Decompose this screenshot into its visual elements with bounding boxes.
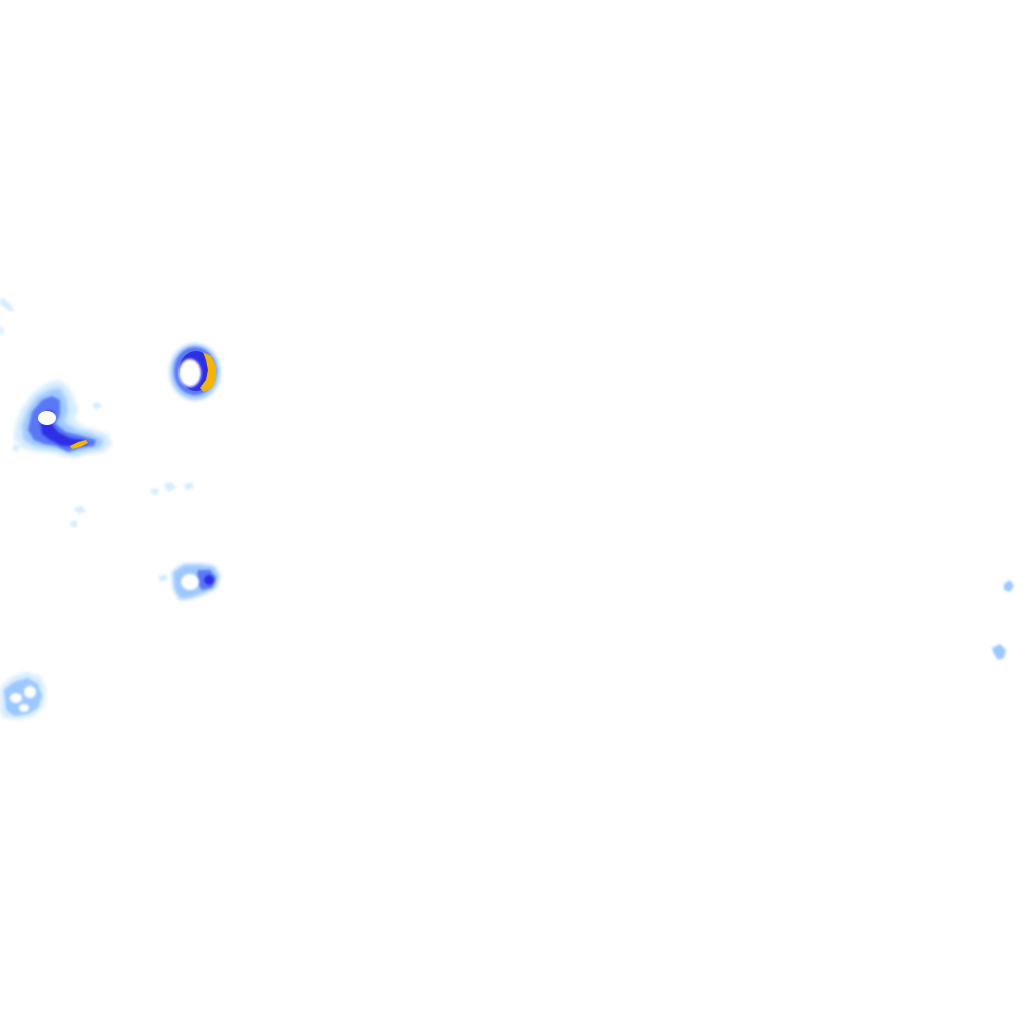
precip-cell-ring: [170, 344, 220, 400]
precip-cell-right-edge: [992, 580, 1014, 660]
precip-cell-mid-small: [158, 564, 220, 600]
precip-cell-top-left-edge: [0, 298, 14, 335]
precip-cell-bottom-left: [0, 672, 46, 720]
precip-specks-center: [70, 482, 194, 528]
precip-cell-west-large: [12, 380, 112, 458]
